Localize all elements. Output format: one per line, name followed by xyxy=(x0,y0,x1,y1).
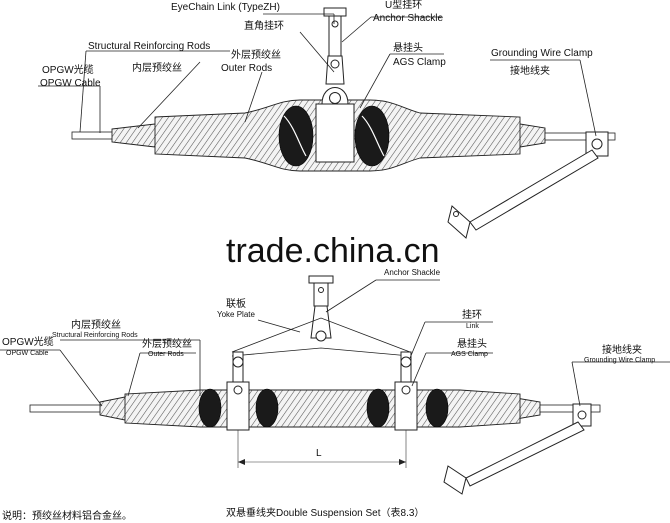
watermark: trade.china.cn xyxy=(226,232,440,270)
bottom-grip-3 xyxy=(366,388,390,428)
bottom-opgw-cable-left xyxy=(29,404,111,413)
label-structural-rods-en: Structural Reinforcing Rods xyxy=(88,41,210,52)
bottom-grip-2 xyxy=(255,388,279,428)
label-outer-rods-cn: 外层预绞丝 xyxy=(231,48,281,61)
bottom-grounding-wire xyxy=(465,421,585,487)
footer-caption: 双悬垂线夹Double Suspension Set（表8.3） xyxy=(226,506,424,519)
bottom-opgw-cable-right xyxy=(539,404,601,413)
label-opgw-en: OPGW Cable xyxy=(40,78,101,89)
label-anchor-shackle-en: Anchor Shackle xyxy=(373,13,443,24)
bottom-grip-1 xyxy=(198,388,222,428)
label-yoke-plate-cn: 联板 xyxy=(226,297,246,310)
bottom-leaders xyxy=(0,279,670,407)
label-dimension-l: L xyxy=(316,448,322,459)
top-ags-clamp xyxy=(315,103,355,163)
label-grounding-cn: 接地线夹 xyxy=(510,64,550,77)
top-opgw-cable-right xyxy=(544,132,616,141)
label-eye-chain-link: EyeChain Link (TypeZH) xyxy=(171,2,280,13)
label-bottom-outer-en: Outer Rods xyxy=(148,351,184,358)
label-bottom-opgw-en: OPGW Cable xyxy=(6,350,49,357)
label-right-angle-link: 直角挂环 xyxy=(244,19,284,32)
label-yoke-plate-en: Yoke Plate xyxy=(217,310,256,319)
label-bottom-anchor-shackle: Anchor Shackle xyxy=(384,268,441,277)
top-grounding-lug xyxy=(447,205,471,239)
label-opgw-cn: OPGW光缆 xyxy=(42,63,94,76)
label-ags-clamp-en: AGS Clamp xyxy=(393,57,446,68)
label-ags-clamp-cn: 悬挂头 xyxy=(393,41,423,54)
label-outer-rods-en: Outer Rods xyxy=(221,63,272,74)
top-labels: EyeChain Link (TypeZH) U型挂环 Anchor Shack… xyxy=(40,0,593,89)
bottom-yoke-top-edge xyxy=(231,317,411,353)
label-bottom-grounding-en: Grounding Wire Clamp xyxy=(584,357,655,364)
top-grounding-wire xyxy=(469,149,599,231)
bottom-labels: Anchor Shackle 联板 Yoke Plate 内层预绞丝 Struc… xyxy=(2,268,655,459)
label-bottom-ags-cn: 悬挂头 xyxy=(457,337,487,350)
top-clamp-pin xyxy=(329,92,341,104)
label-bottom-ags-en: AGS Clamp xyxy=(451,351,488,358)
top-assembly xyxy=(71,7,616,239)
label-bottom-structural-en: Structural Reinforcing Rods xyxy=(52,332,138,339)
top-leaders xyxy=(38,13,597,137)
label-link-en: Link xyxy=(466,323,479,330)
label-bottom-outer-cn: 外层预绞丝 xyxy=(142,337,192,350)
label-bottom-structural-cn: 内层预绞丝 xyxy=(71,318,121,331)
label-bottom-opgw-cn: OPGW光缆 xyxy=(2,335,54,348)
bottom-grounding-lug xyxy=(443,465,467,495)
top-anchor-shackle xyxy=(328,9,342,57)
footer-note: 说明：预绞丝材料铝合金丝。 xyxy=(2,509,132,522)
label-anchor-shackle-cn: U型挂环 xyxy=(385,0,422,11)
label-grounding-en: Grounding Wire Clamp xyxy=(491,48,593,59)
bottom-link-top xyxy=(310,305,332,339)
bottom-grip-4 xyxy=(425,388,449,428)
bottom-outer-rods xyxy=(124,389,521,428)
label-link-cn: 挂环 xyxy=(462,308,482,321)
label-structural-rods-cn: 内层预绞丝 xyxy=(132,61,182,74)
bottom-yoke-bottom-edge xyxy=(231,347,411,357)
bottom-assembly xyxy=(29,275,601,495)
top-grip-right xyxy=(354,105,390,167)
label-bottom-grounding-cn: 接地线夹 xyxy=(602,343,642,356)
